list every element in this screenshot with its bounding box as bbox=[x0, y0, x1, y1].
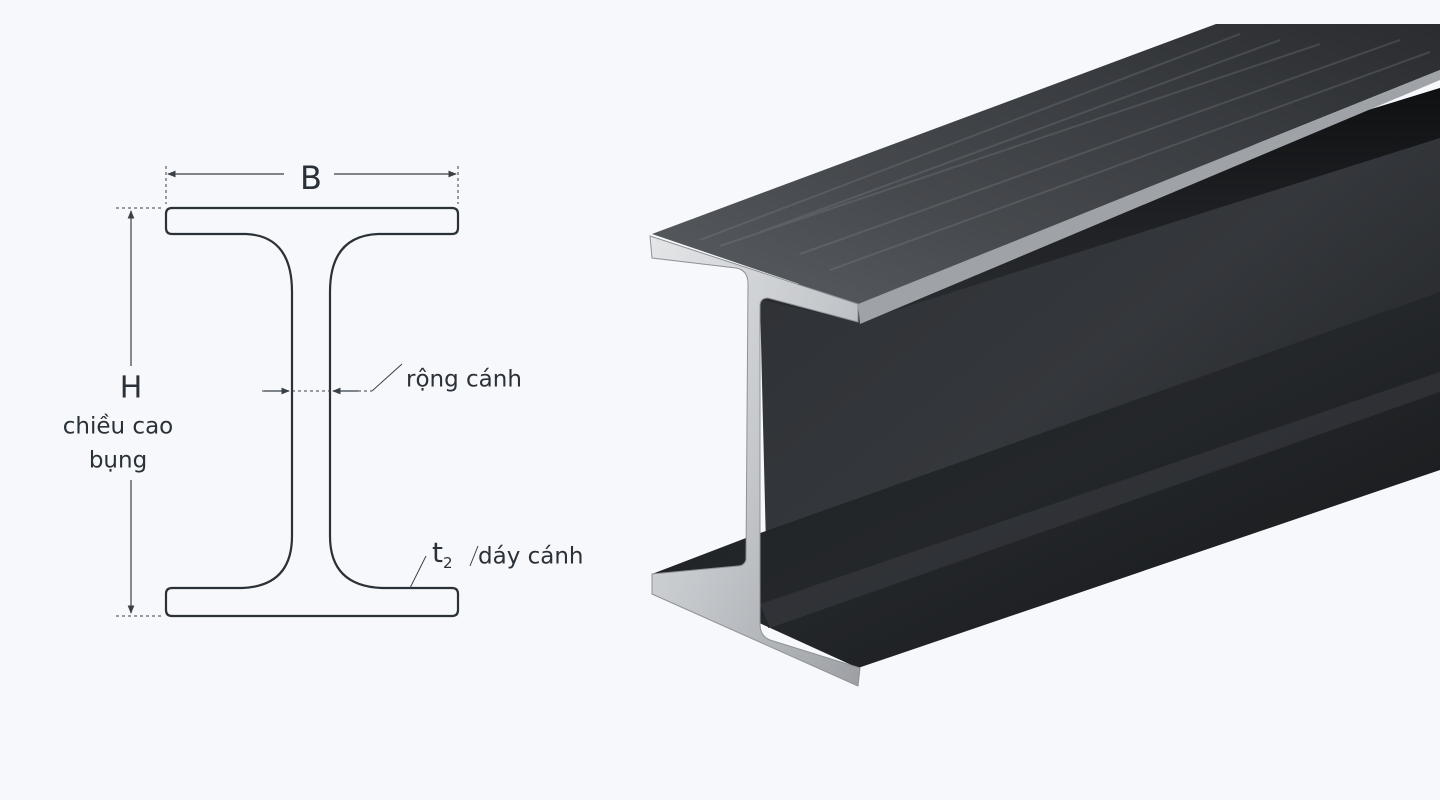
height-description-line2: bụng bbox=[89, 448, 147, 474]
flange-label: dáy cánh bbox=[478, 544, 584, 570]
web-label: rộng cánh bbox=[406, 367, 522, 393]
beam-top-flange-edge bbox=[858, 70, 1440, 324]
beam-bottom-flange-highlight bbox=[760, 372, 1440, 628]
beam-surface-texture bbox=[699, 33, 1431, 271]
flange-label-divider bbox=[469, 545, 479, 567]
flange-leader-line bbox=[409, 555, 427, 589]
web-leader-line bbox=[371, 363, 403, 392]
height-description-line1: chiều cao bbox=[63, 414, 173, 440]
i-beam-profile-outline bbox=[164, 206, 460, 618]
height-label: H bbox=[120, 371, 143, 406]
beam-top-flange-face bbox=[652, 24, 1440, 304]
flange-symbol: t2 bbox=[432, 536, 453, 572]
beam-end-face bbox=[649, 235, 861, 687]
width-label: B bbox=[300, 159, 322, 197]
